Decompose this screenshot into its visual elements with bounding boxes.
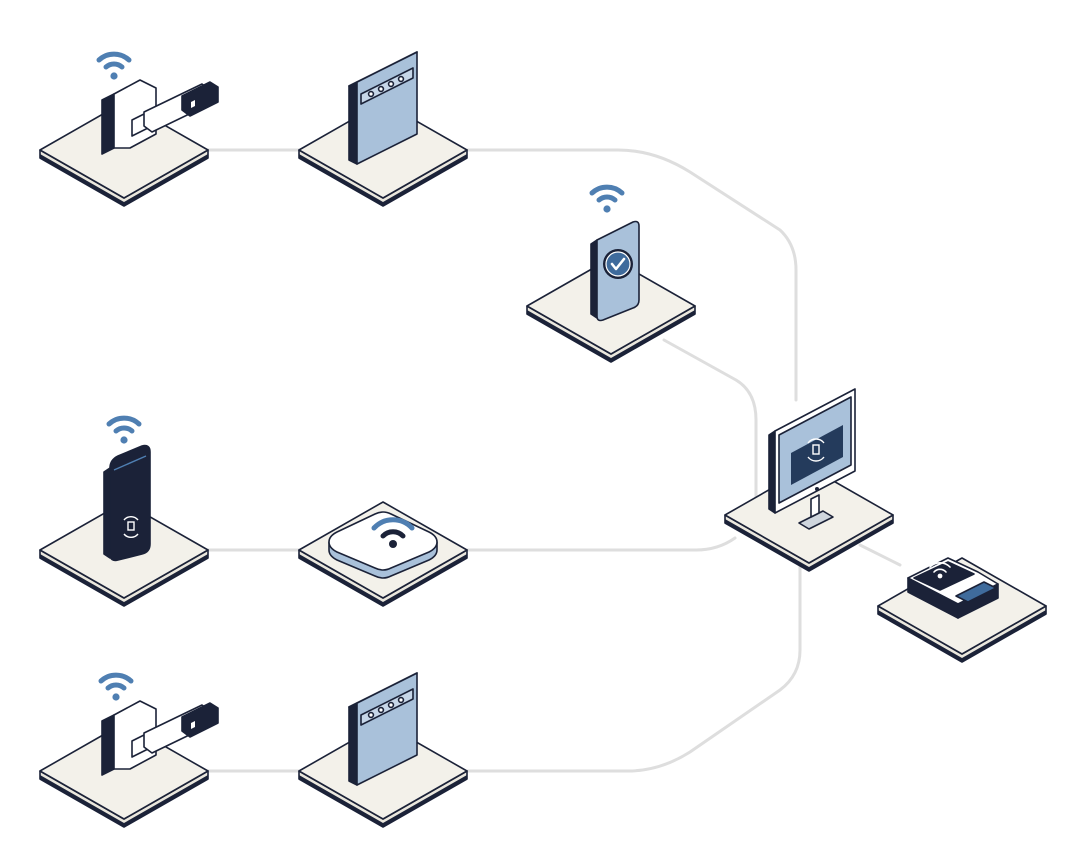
wireless-hub-node [298, 501, 468, 607]
connection-lines [206, 148, 902, 773]
link-controller-bottom-monitor [466, 558, 802, 773]
monitor-node [724, 388, 894, 572]
wifi-signal-icon [101, 675, 131, 701]
desktop-monitor-icon [768, 388, 856, 530]
door-handle-node-bottom [39, 675, 219, 828]
wifi-signal-icon [592, 187, 622, 213]
desktop-reader-node [877, 557, 1047, 663]
access-controller-node-top [298, 51, 468, 207]
link-controller-top-monitor [466, 148, 798, 402]
wifi-signal-icon [99, 54, 129, 80]
link-monitor-desktop-reader [858, 543, 902, 567]
link-phone-monitor [662, 338, 758, 502]
smartphone-node [526, 187, 696, 363]
smartphone-icon [590, 220, 640, 322]
wall-reader-node [39, 418, 209, 607]
wall-reader-icon [103, 444, 151, 562]
wifi-signal-icon [109, 418, 139, 444]
door-handle-node-top [39, 54, 219, 207]
access-controller-node-bottom [298, 672, 468, 828]
link-hub-monitor [466, 536, 737, 552]
wireless-hub-icon [328, 511, 438, 579]
desktop-card-reader-icon [907, 557, 999, 619]
